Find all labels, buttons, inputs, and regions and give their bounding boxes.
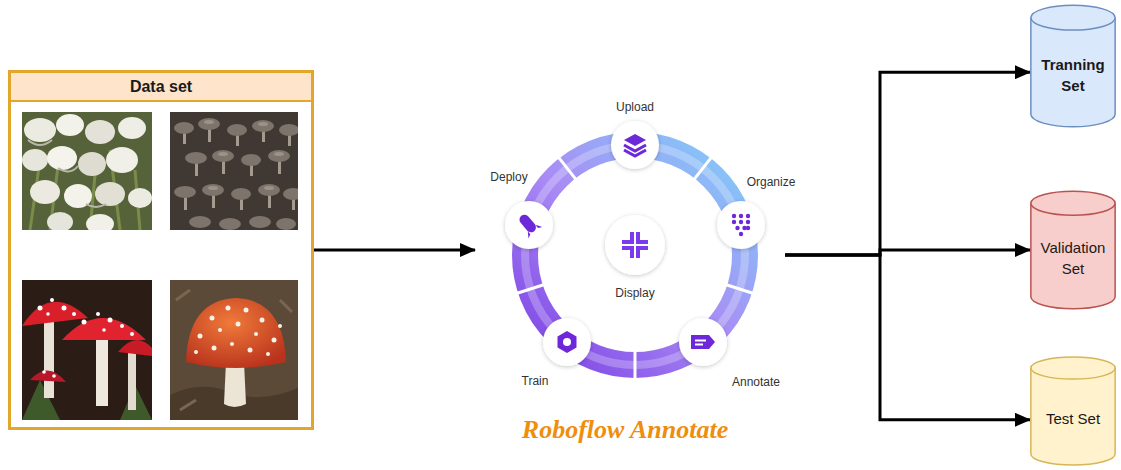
- panel-header: Data set: [11, 73, 311, 102]
- arrow-connector: [314, 249, 475, 252]
- cylinder-label: Tranning Set: [1035, 54, 1111, 96]
- training-set-cylinder: Tranning Set: [1030, 4, 1116, 128]
- cylinder-label: Validation Set: [1035, 237, 1111, 279]
- cylinder-label-box: Tranning Set: [1035, 31, 1111, 118]
- stage-label: Organize: [747, 175, 796, 189]
- panel-title: Data set: [130, 78, 192, 96]
- stage-label: Display: [615, 286, 654, 300]
- stage-label: Train: [522, 374, 549, 388]
- cylinder-label-box: Test Set: [1035, 380, 1111, 457]
- tool-name: Roboflow Annotate: [522, 415, 728, 445]
- white-mushroom-photo: [22, 112, 152, 230]
- arrow-connector: [785, 255, 1030, 420]
- dataset-panel: Data set: [8, 70, 314, 430]
- stage-label: Annotate: [732, 375, 780, 389]
- amanita-photo: [170, 280, 298, 420]
- arrow-connector: [785, 72, 1030, 255]
- stage-label: Deploy: [490, 170, 527, 184]
- red-mushroom-photo: [22, 280, 152, 420]
- roboflow-cycle-node: UploadOrganizeAnnotateTrainDeployDisplay…: [475, 85, 785, 455]
- grey-mushroom-photo: [170, 112, 298, 230]
- stage-label: Upload: [616, 100, 654, 114]
- cylinder-label: Test Set: [1046, 408, 1100, 429]
- validation-set-cylinder: Validation Set: [1030, 190, 1116, 310]
- test-set-cylinder: Test Set: [1030, 356, 1116, 466]
- cylinder-label-box: Validation Set: [1035, 216, 1111, 300]
- roboflow-cycle: [475, 85, 785, 455]
